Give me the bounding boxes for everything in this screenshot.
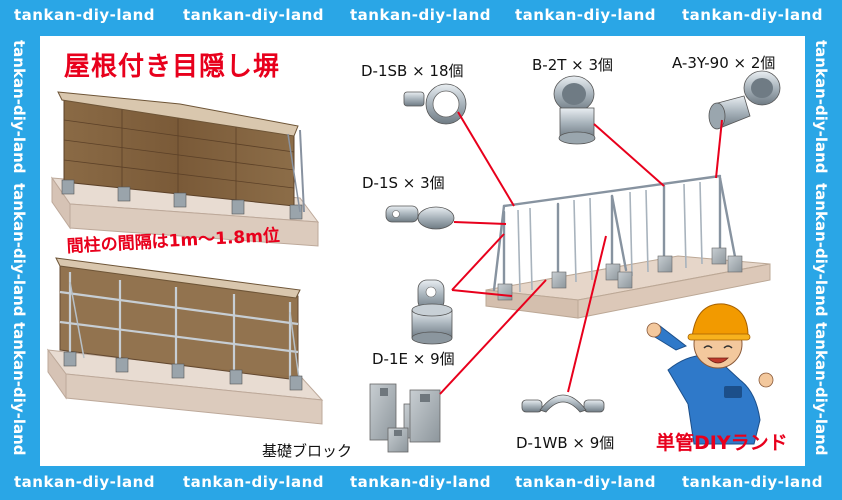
fence-rear-illustration xyxy=(46,257,324,425)
part-d1sb-clamp xyxy=(403,83,467,125)
label-d1s: D-1S × 3個 xyxy=(362,174,445,192)
watermark-left-3: tankan-diy-land xyxy=(10,322,28,456)
part-d1s-saddle xyxy=(385,205,455,230)
watermark-bottom-5: tankan-diy-land xyxy=(682,473,824,491)
mascot-worker xyxy=(646,303,774,445)
watermark-bottom-2: tankan-diy-land xyxy=(183,473,325,491)
label-d1e: D-1E × 9個 xyxy=(372,350,455,368)
watermark-bottom-4: tankan-diy-land xyxy=(515,473,657,491)
watermark-top-2: tankan-diy-land xyxy=(183,6,325,24)
watermark-right-1: tankan-diy-land xyxy=(812,40,830,174)
watermark-top-5: tankan-diy-land xyxy=(682,6,824,24)
watermark-top-3: tankan-diy-land xyxy=(350,6,492,24)
fence-front-illustration xyxy=(50,91,320,247)
page-title: 屋根付き目隠し塀 xyxy=(64,52,281,82)
label-d1sb: D-1SB × 18個 xyxy=(361,62,464,80)
watermark-bottom-3: tankan-diy-land xyxy=(350,473,492,491)
part-b2t-tee xyxy=(553,75,596,145)
watermark-top-1: tankan-diy-land xyxy=(14,6,156,24)
watermark-right-2: tankan-diy-land xyxy=(812,183,830,317)
label-d1wb: D-1WB × 9個 xyxy=(516,434,615,452)
part-d1e-base xyxy=(411,279,453,345)
watermark-left-2: tankan-diy-land xyxy=(10,183,28,317)
watermark-right-3: tankan-diy-land xyxy=(812,322,830,456)
part-a3y-elbow xyxy=(708,70,781,130)
label-a3y: A-3Y-90 × 2個 xyxy=(672,54,776,72)
pipe-frame-illustration xyxy=(485,174,771,319)
brand-name: 単管DIYランド xyxy=(656,432,788,454)
leader-lines xyxy=(439,111,723,395)
label-b2t: B-2T × 3個 xyxy=(532,56,614,74)
watermark-top-4: tankan-diy-land xyxy=(515,6,657,24)
label-foundation-block: 基礎ブロック xyxy=(262,442,353,460)
watermark-left-1: tankan-diy-land xyxy=(10,40,28,174)
part-d1wb-clamp xyxy=(521,394,605,413)
part-foundation-blocks xyxy=(369,383,441,453)
watermark-bottom-1: tankan-diy-land xyxy=(14,473,156,491)
